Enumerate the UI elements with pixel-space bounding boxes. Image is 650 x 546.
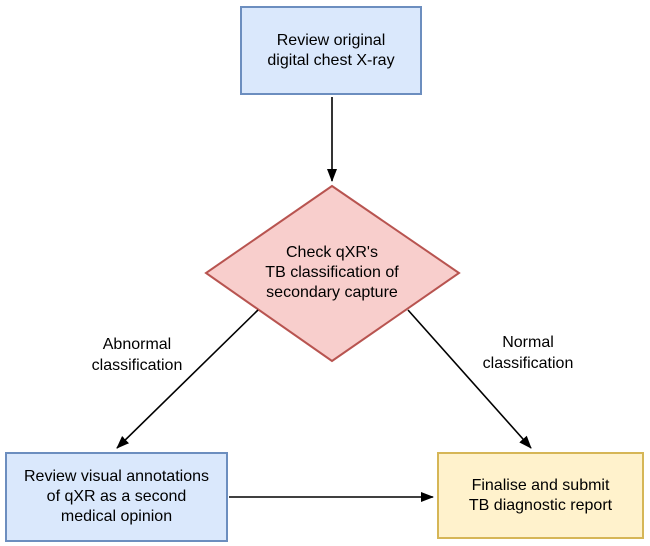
node-label-line: medical opinion bbox=[60, 508, 173, 525]
node-review-original: Review original digital chest X-ray bbox=[240, 6, 422, 95]
node-label-line: TB diagnostic report bbox=[468, 496, 613, 514]
node-label-line: Check qXR's bbox=[286, 244, 378, 261]
node-review-annotations: Review visual annotations of qXR as a se… bbox=[5, 452, 228, 542]
node-label-line: Review visual annotations bbox=[24, 468, 209, 485]
node-label-line: of qXR as a second bbox=[46, 488, 187, 505]
edge-label-line: classification bbox=[91, 357, 183, 374]
node-label-line: secondary capture bbox=[266, 284, 398, 301]
node-label-line: Review original bbox=[276, 31, 386, 49]
node-label-line: TB classification of bbox=[265, 264, 399, 281]
edge-label-normal-classification: Normal classification bbox=[448, 332, 608, 374]
edge-label-line: classification bbox=[482, 355, 574, 372]
edge-label-abnormal-classification: Abnormal classification bbox=[57, 334, 217, 376]
node-finalise-report: Finalise and submit TB diagnostic report bbox=[437, 452, 644, 539]
edge-diamond-to-annotations bbox=[116, 309, 259, 449]
decision-diamond-shape bbox=[204, 184, 461, 363]
node-label-line: Finalise and submit bbox=[471, 476, 610, 494]
edge-diamond-to-report bbox=[407, 309, 532, 449]
node-label-line: digital chest X-ray bbox=[267, 51, 395, 69]
edge-label-line: Normal bbox=[502, 334, 554, 351]
edge-label-line: Abnormal bbox=[102, 336, 172, 353]
node-check-qxr-label: Check qXR's TB classification of seconda… bbox=[232, 243, 432, 303]
